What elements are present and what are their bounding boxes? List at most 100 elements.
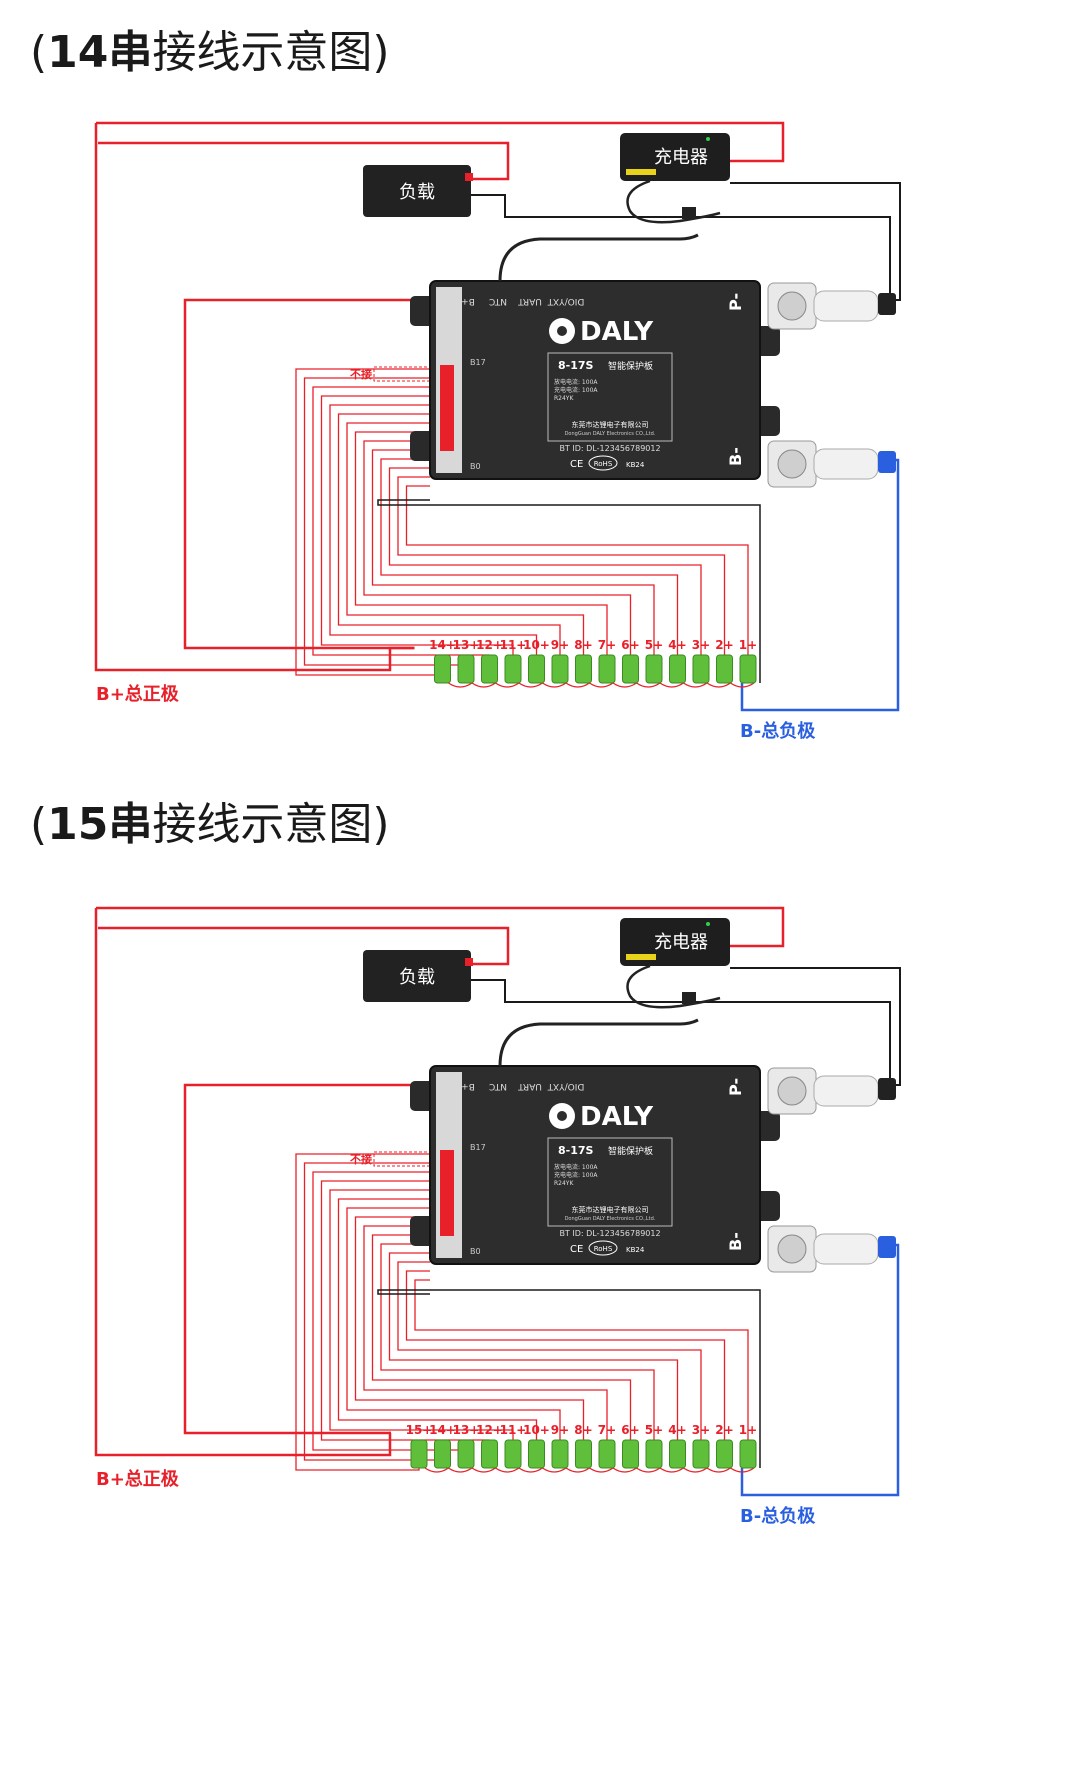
cell-link: [542, 1467, 567, 1473]
load-box: [363, 950, 471, 1002]
cell-label: 8+: [574, 638, 592, 652]
wire-b-plus-port: [183, 298, 435, 650]
load-label: 负载: [399, 182, 435, 203]
ntc-cable: [498, 1018, 699, 1067]
cell-label: 11+: [500, 1423, 527, 1437]
port-label: DIO/YXT: [547, 296, 584, 306]
battery-cell: [669, 1439, 686, 1469]
b0-label: B0: [470, 462, 481, 471]
p-minus-cable-end: [878, 1078, 896, 1100]
charger-sticker: [626, 169, 656, 175]
spec-line: R24YK: [554, 395, 574, 402]
port-label: UART: [518, 1081, 542, 1091]
wire-charger-positive: [96, 121, 785, 163]
sense-wire: [380, 1243, 655, 1440]
battery-cell: [575, 654, 592, 684]
port-label: B+: [461, 296, 475, 306]
wire-charger-positive: [96, 906, 785, 948]
cell-label: 1+: [739, 1423, 757, 1437]
cell-link: [730, 682, 755, 688]
sense-wire: [346, 1207, 561, 1440]
cell-label: 1+: [739, 638, 757, 652]
b-plus-total-label: B+总正极: [96, 683, 180, 705]
terminal-bolt-icon: [777, 1234, 807, 1264]
cell-link: [471, 682, 496, 688]
terminal-bolt-icon: [777, 1076, 807, 1106]
charger-cable: [626, 964, 721, 1009]
charger-led-icon: [706, 922, 710, 926]
battery-cell: [716, 654, 733, 684]
cell-label: 7+: [598, 1423, 616, 1437]
protection-board: [429, 1065, 761, 1265]
b-minus-terminal: [767, 1225, 879, 1273]
battery-cell: [551, 1439, 569, 1469]
cell-link: [518, 682, 543, 688]
battery-cell: [692, 654, 710, 684]
cell-label: 3+: [692, 1423, 710, 1437]
spec-plate: [547, 352, 673, 442]
company-cn: 东莞市达锂电子有限公司: [572, 420, 649, 429]
cell-label: 15+: [406, 1423, 433, 1437]
cell-link: [589, 1467, 614, 1473]
battery-cell: [504, 1439, 522, 1469]
cell-link: [448, 1467, 473, 1473]
sense-connector: [440, 1150, 454, 1236]
cell-label: 6+: [621, 638, 639, 652]
battery-cell: [528, 1439, 545, 1469]
battery-cell: [481, 1439, 498, 1469]
cell-label: 9+: [551, 638, 569, 652]
cell-link: [612, 682, 637, 688]
daly-logo-inner-icon: [557, 326, 567, 336]
cell-link: [659, 682, 684, 688]
rohs-oval: [588, 455, 618, 471]
cell-label: 2+: [715, 1423, 733, 1437]
cell-label: 9+: [551, 1423, 569, 1437]
p-minus-terminal: [767, 282, 879, 330]
wire-b-minus-total: [740, 458, 900, 712]
cell-link: [683, 682, 708, 688]
cell-label: 5+: [645, 638, 663, 652]
cell-link: [706, 1467, 731, 1473]
sense-wire: [414, 1279, 749, 1440]
brand-label: DALY: [580, 317, 654, 347]
battery-cell: [692, 1439, 710, 1469]
b17-label: B17: [470, 1143, 486, 1152]
charger-label: 充电器: [654, 932, 708, 953]
cell-link: [565, 1467, 590, 1473]
charger-label: 充电器: [654, 147, 708, 168]
sense-wire: [337, 1198, 538, 1440]
sense-wire: [405, 1270, 726, 1440]
sense-wire: [388, 1252, 679, 1440]
wire-load-negative: [471, 194, 891, 300]
company-cn: 东莞市达锂电子有限公司: [572, 1205, 649, 1214]
spec-line: 充电电流: 100A: [554, 1171, 598, 1179]
wire-load-positive: [98, 141, 510, 181]
cell-label: 13+: [453, 638, 480, 652]
cell-link: [424, 1467, 449, 1473]
model-label: 8-17S: [558, 1144, 594, 1157]
cell-label: 6+: [621, 1423, 639, 1437]
charger-cable: [626, 179, 721, 224]
battery-cell: [434, 1439, 451, 1469]
b17-label: B17: [470, 358, 486, 367]
cell-link: [542, 682, 567, 688]
sense-wire: [346, 422, 585, 655]
protection-board: [429, 280, 761, 480]
battery-cell: [528, 654, 545, 684]
cell-link: [565, 682, 590, 688]
rohs-mark: RoHS: [594, 460, 613, 468]
cell-link: [636, 1467, 661, 1473]
product-label: 智能保护板: [608, 1145, 653, 1157]
battery-cell: [716, 1439, 733, 1469]
brand-label: DALY: [580, 1102, 654, 1132]
cell-link: [706, 682, 731, 688]
spec-line: R24YK: [554, 1180, 574, 1187]
sense-wire: [329, 404, 538, 655]
sense-wire: [329, 1189, 514, 1440]
cell-label: 12+: [476, 638, 503, 652]
sense-wires: [295, 1153, 749, 1471]
b-minus-terminal: [767, 440, 879, 488]
charger-plug-icon: [682, 992, 696, 1004]
